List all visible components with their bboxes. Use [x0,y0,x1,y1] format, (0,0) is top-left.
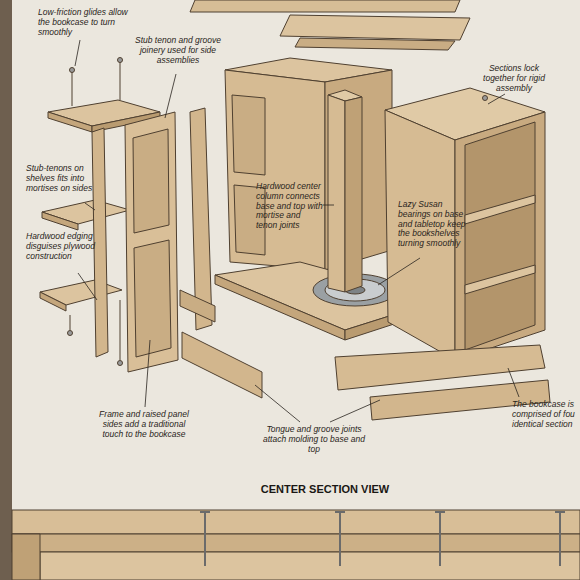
illustration-part [118,361,123,366]
illustration-part [200,512,565,566]
illustration-part [330,400,380,422]
illustration-part [42,212,78,230]
illustration-part [232,95,265,175]
illustration-part [118,58,123,63]
illustration-part [335,511,345,513]
illustration-part [280,15,470,40]
illustration-part [85,203,95,210]
illustration-part [68,331,73,336]
illustration-part [483,96,488,101]
illustration-part [120,300,121,360]
illustration-part [40,552,580,580]
illustration-part [465,122,535,350]
illustration-part [439,512,441,566]
illustration-part [120,62,121,100]
illustration-part [465,195,535,224]
illustration-part [455,112,545,360]
callout-label: Frame and raised panel sides add a tradi… [92,410,196,439]
illustration-part [378,258,420,285]
callout-label: The bookcase is comprised of fou identic… [512,400,576,429]
parts [40,0,550,420]
illustration-part [75,40,80,66]
illustration-part [255,385,300,422]
illustration-part [12,534,580,552]
illustration-part [323,205,334,206]
illustration-part [182,332,262,398]
illustration-part [339,512,341,566]
illustration-part [70,315,71,330]
illustration-part [134,240,171,357]
illustration-part [488,94,505,104]
illustration-part [48,112,92,132]
illustration-part [72,72,73,106]
callout-label: Sections lock together for rigid assembl… [478,64,550,93]
illustration-part [190,0,460,12]
callout-label: Tongue and groove joints attach molding … [262,425,366,454]
illustration-part [70,68,75,73]
illustration-part [125,112,178,372]
illustration-part [295,38,455,50]
illustration-part [345,97,362,292]
illustration-part [508,368,519,397]
illustration-part [12,534,40,580]
illustration-part [78,273,97,300]
callout-label: Hardwood edging disguises plywood constr… [26,232,98,261]
illustration-part [328,95,345,292]
illustration-part [165,74,176,118]
section-heading: CENTER SECTION VIEW [261,483,389,495]
illustration-part [12,510,580,534]
illustration-part [133,129,169,233]
illustration-part [180,290,215,322]
callout-label: Low-friction glides allow the bookcase t… [38,8,128,37]
illustration-part [559,512,561,566]
illustration-part [200,511,210,513]
binding [0,0,12,580]
section-view [12,510,580,580]
illustration-part [435,511,445,513]
leader-lines [75,40,519,422]
callout-label: Stub-tenons on shelves fits into mortise… [26,164,104,193]
illustration-part [555,511,565,513]
callout-label: Lazy Susan bearings on base and tabletop… [398,200,468,249]
illustration-part [465,265,535,294]
illustration-part [145,340,150,407]
illustration-part [40,292,66,311]
illustration-part [204,512,206,566]
illustration-part [225,70,325,270]
callout-label: Hardwood center column connects base and… [256,182,324,231]
callout-label: Stub tenon and groove joinery used for s… [128,36,228,65]
